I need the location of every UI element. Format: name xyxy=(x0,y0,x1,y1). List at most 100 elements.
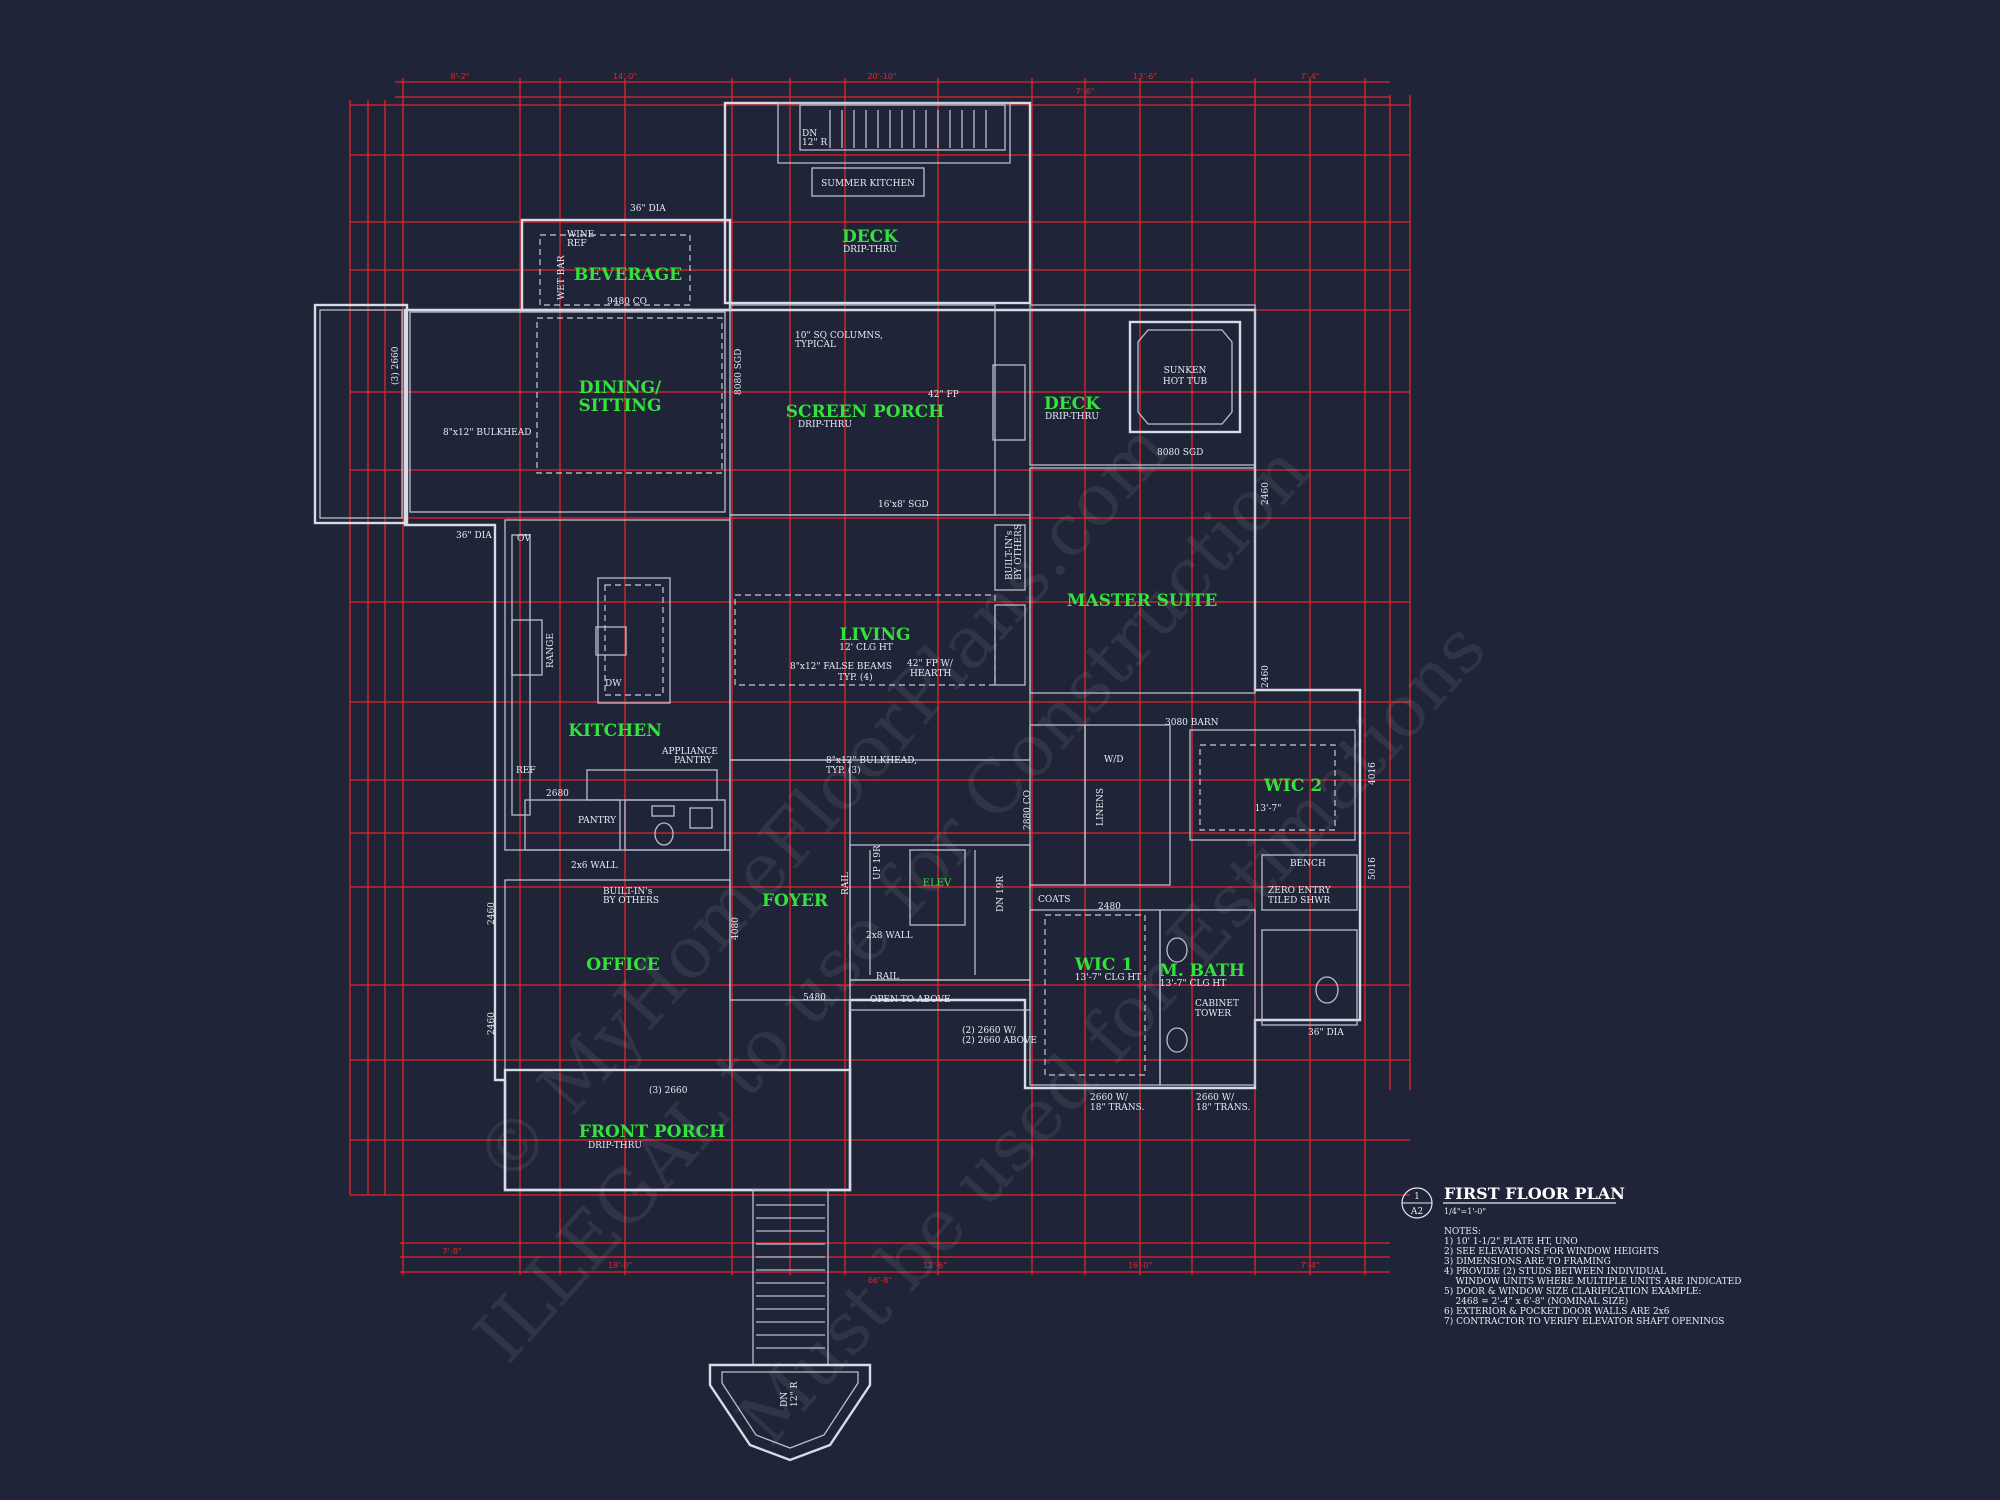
note-bulkhead: 8"x12" BULKHEAD xyxy=(443,428,531,438)
label-mbath-sub: 13'-7" CLG HT xyxy=(1160,979,1226,989)
note-bulkhead-typ-1: 8"x12" BULKHEAD, xyxy=(826,756,917,766)
note-builtins-b-2: BY OTHERS xyxy=(603,896,659,906)
note-d-2480: 2480 xyxy=(1098,902,1121,912)
note-co-9480: 9480 CO xyxy=(607,297,647,307)
label-sitting: SITTING xyxy=(579,396,662,416)
title-number: 1 xyxy=(1414,1192,1420,1202)
annotations: DN 12" R 36" DIA WINE REF WET BAR 9480 C… xyxy=(390,129,1378,1407)
note-line-5: WINDOW UNITS WHERE MULTIPLE UNITS ARE IN… xyxy=(1444,1277,1741,1287)
label-wic1-sub: 13'-7" CLG HT xyxy=(1075,973,1141,983)
note-w-2460-office-b: 2460 xyxy=(487,1012,497,1035)
label-wic2: WIC 2 xyxy=(1263,776,1322,796)
label-deck-side-sub: DRIP-THRU xyxy=(1045,412,1099,422)
note-dia-36-top: 36" DIA xyxy=(630,204,666,214)
note-rail-v: RAIL xyxy=(841,872,851,895)
dim-bottom-2: 18'-0" xyxy=(608,1261,632,1270)
title-scale: 1/4"=1'-0" xyxy=(1444,1207,1486,1216)
note-wd: W/D xyxy=(1104,755,1124,765)
note-dw: DW xyxy=(605,679,622,689)
note-wall-2x8: 2x8 WALL xyxy=(866,931,913,941)
note-shower-1: ZERO ENTRY xyxy=(1268,886,1332,896)
dim-bottom-5: 7'-4" xyxy=(1301,1261,1320,1270)
label-dining: DINING/ xyxy=(579,378,662,398)
note-sgd-8080: 8080 SGD xyxy=(1157,448,1203,458)
dim-top-2: 14'-0" xyxy=(613,72,637,81)
note-sgd-8080-v: 8080 SGD xyxy=(734,349,744,395)
label-living-sub: 12' CLG HT xyxy=(839,643,893,653)
note-appliance-2: PANTRY xyxy=(674,756,713,766)
note-line-8: 6) EXTERIOR & POCKET DOOR WALLS ARE 2x6 xyxy=(1444,1306,1670,1317)
note-fp-42: 42" FP xyxy=(928,390,959,400)
note-trans-b-2: 18" TRANS. xyxy=(1196,1103,1250,1113)
label-screen-porch-sub: DRIP-THRU xyxy=(798,420,852,430)
dimension-labels-top: 8'-2" 14'-0" 20'-10" 7'-6" 13'-6" 7'-4" xyxy=(451,72,1320,96)
dimension-labels-bottom: 7'-8" 18'-0" 12'-6" 16'-0" 7'-4" 66'-8" xyxy=(443,1247,1320,1285)
note-range: RANGE xyxy=(546,633,556,668)
note-builtins-b-1: BUILT-IN's xyxy=(603,887,653,897)
label-kitchen: KITCHEN xyxy=(568,721,661,741)
label-elev: ELEV xyxy=(923,878,952,889)
dim-bottom-1: 7'-8" xyxy=(443,1247,462,1256)
note-rail: RAIL xyxy=(876,972,899,982)
note-trans-a-2: 18" TRANS. xyxy=(1090,1103,1144,1113)
label-foyer: FOYER xyxy=(762,891,829,911)
note-ref: REF xyxy=(516,766,536,776)
note-w-5016: 5016 xyxy=(1368,857,1378,880)
note-sq-columns-1: 10" SQ COLUMNS, xyxy=(795,331,883,341)
note-line-1: 1) 10' 1-1/2" PLATE HT, UNO xyxy=(1444,1236,1578,1247)
label-office: OFFICE xyxy=(586,955,659,975)
note-trans-b-1: 2660 W/ xyxy=(1196,1093,1235,1103)
note-linens: LINENS xyxy=(1096,788,1106,826)
note-sgd-16x8: 16'x8' SGD xyxy=(878,500,929,510)
note-wine-2: REF xyxy=(567,239,587,249)
title-sheet: A2 xyxy=(1410,1207,1423,1217)
note-line-9: 7) CONTRACTOR TO VERIFY ELEVATOR SHAFT O… xyxy=(1444,1316,1724,1327)
note-shower-2: TILED SHWR xyxy=(1268,896,1330,906)
note-sliders-2660: (3) 2660 xyxy=(390,346,401,385)
label-wic1: WIC 1 xyxy=(1074,955,1133,975)
note-fp-hearth-1: 42" FP W/ xyxy=(907,659,954,669)
note-up-19r: UP 19R xyxy=(873,845,883,880)
label-screen-porch: SCREEN PORCH xyxy=(786,402,945,422)
note-w-2460-b: 2460 xyxy=(1261,665,1271,688)
note-d-2680: 2680 xyxy=(546,789,569,799)
label-hot-tub-1: SUNKEN xyxy=(1164,366,1207,376)
note-w-2660-above-2: (2) 2660 ABOVE xyxy=(962,1035,1037,1046)
dim-bottom-3: 12'-6" xyxy=(923,1261,947,1270)
label-deck-side: DECK xyxy=(1044,394,1101,414)
watermarks: © MyHomeFloorPlans.com ILLEGAL to use fo… xyxy=(458,406,1502,1460)
note-builtins-2: BY OTHERS xyxy=(1014,524,1024,580)
dim-top-4: 7'-6" xyxy=(1076,87,1095,96)
note-dn-bottom-2: 12" R xyxy=(790,1382,800,1407)
note-sq-columns-2: TYPICAL xyxy=(795,340,836,350)
note-line-2: 2) SEE ELEVATIONS FOR WINDOW HEIGHTS xyxy=(1444,1246,1659,1257)
label-mbath: M. BATH xyxy=(1159,961,1245,981)
note-open-above: OPEN TO ABOVE xyxy=(870,995,951,1005)
note-trans-a-1: 2660 W/ xyxy=(1090,1093,1129,1103)
room-labels: DECK DRIP-THRU SUMMER KITCHEN BEVERAGE D… xyxy=(568,179,1322,1151)
note-fp-hearth-2: HEARTH xyxy=(910,669,952,679)
note-cabinet-1: CABINET xyxy=(1195,999,1239,1009)
note-w-2660-above-1: (2) 2660 W/ xyxy=(962,1025,1017,1036)
note-wet-bar: WET BAR xyxy=(557,255,567,300)
note-line-7: 2468 = 2'-4" x 6'-8" (NOMINAL SIZE) xyxy=(1444,1296,1628,1307)
dim-bottom-6: 66'-8" xyxy=(868,1276,892,1285)
label-deck-rear: DECK xyxy=(842,227,899,247)
dim-top-5: 13'-6" xyxy=(1133,72,1157,81)
note-dia-36-bath: 36" DIA xyxy=(1308,1028,1344,1038)
note-co-2880: 2880 CO xyxy=(1023,790,1033,830)
label-hot-tub-2: HOT TUB xyxy=(1163,377,1208,387)
label-living: LIVING xyxy=(839,625,910,645)
note-dia-36-left: 36" DIA xyxy=(456,531,492,541)
note-bench: BENCH xyxy=(1290,859,1326,869)
note-appliance-1: APPLIANCE xyxy=(661,747,718,757)
note-w-2460-office-a: 2460 xyxy=(487,902,497,925)
dim-bottom-4: 16'-0" xyxy=(1128,1261,1152,1270)
note-coats: COATS xyxy=(1038,895,1070,905)
note-wine-1: WINE xyxy=(567,230,594,240)
label-front-porch: FRONT PORCH xyxy=(579,1122,725,1142)
note-dn-bottom: DN xyxy=(780,1392,790,1407)
note-dn-top: DN xyxy=(802,129,817,139)
walls xyxy=(313,101,1362,1462)
